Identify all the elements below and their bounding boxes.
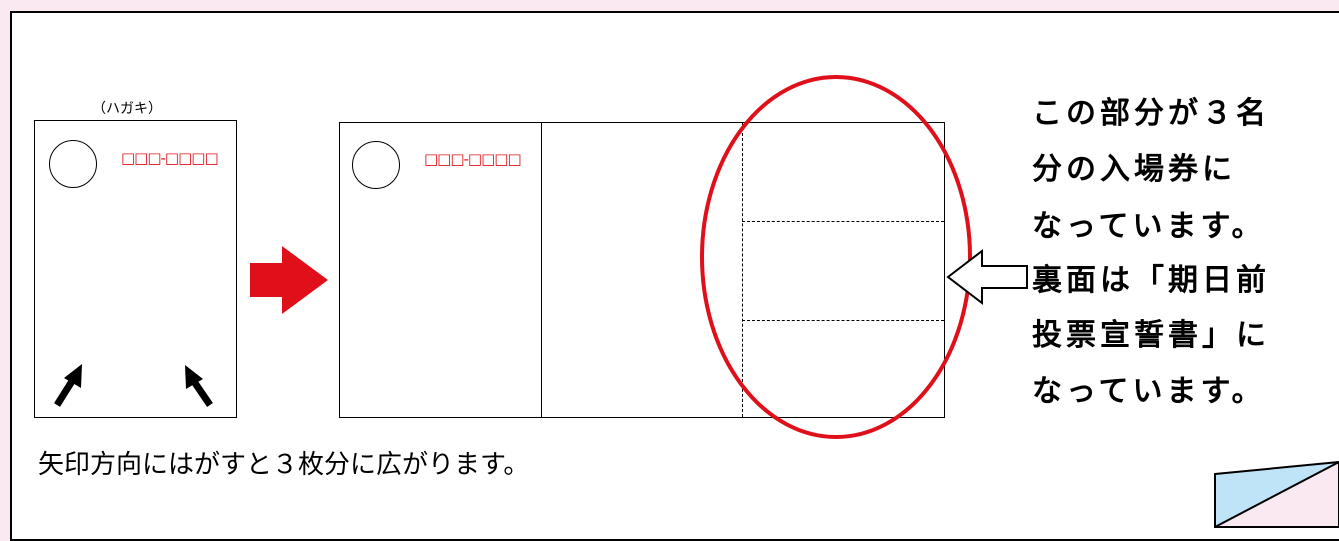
- right-arrow-icon: [250, 246, 328, 314]
- perforation-horizontal-2: [742, 320, 944, 321]
- fold-line: [541, 123, 542, 417]
- up-arrow-icon-left: [54, 364, 82, 407]
- highlight-ellipse-icon: [700, 75, 972, 439]
- postcard-label: （ハガキ）: [92, 101, 162, 117]
- unfolded-postal-code: □□□-□□□□: [424, 150, 522, 168]
- explanation-line-1: この部分が３名: [1032, 96, 1270, 131]
- postcard: □□□-□□□□: [34, 120, 237, 418]
- explanation-line-5: 投票宣誓書」に: [1032, 318, 1270, 353]
- perforation-horizontal-1: [742, 221, 944, 222]
- stamp-circle-icon: [352, 141, 400, 189]
- left-outline-arrow-icon: [946, 248, 1028, 306]
- unfolded-card: □□□-□□□□: [339, 122, 945, 418]
- caption-text: 矢印方向にはがすと３枚分に広がります。: [38, 450, 530, 480]
- perforation-vertical: [742, 123, 743, 417]
- explanation-line-4: 裏面は「期日前: [1032, 263, 1270, 298]
- folded-corner-icon: [1214, 460, 1339, 528]
- explanation-line-2: 分の入場券に: [1032, 152, 1236, 187]
- peel-arrows: [54, 364, 213, 407]
- stamp-circle-icon: [49, 140, 97, 188]
- explanation-line-6: なっています。: [1032, 374, 1266, 409]
- up-arrow-icon-right: [185, 365, 213, 407]
- postal-code: □□□-□□□□: [121, 149, 219, 167]
- explanation-line-3: なっています。: [1032, 209, 1266, 244]
